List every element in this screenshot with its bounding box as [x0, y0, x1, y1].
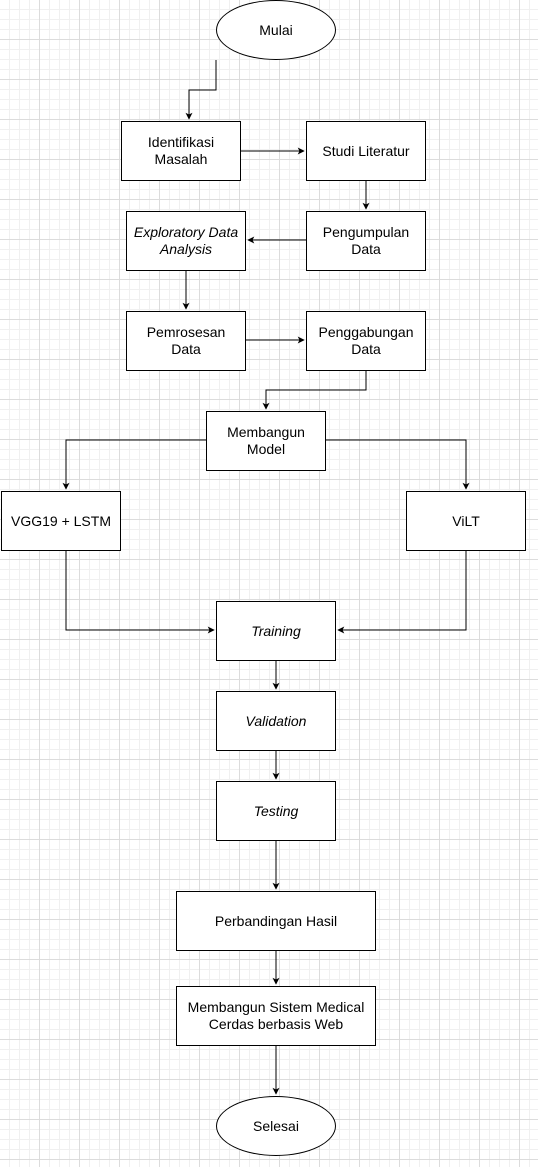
process-perbandingan-hasil: Perbandingan Hasil [176, 891, 376, 951]
process-membangun-sistem-medical-cerdas: Membangun Sistem Medical Cerdas berbasis… [176, 986, 376, 1046]
process-vgg19-lstm: VGG19 + LSTM [1, 491, 121, 551]
edge-vilt-to-training [337, 550, 467, 634]
process-penggabungan-data: Penggabungan Data [306, 311, 426, 371]
process-validation: Validation [216, 691, 336, 751]
process-pemrosesan-data: Pemrosesan Data [126, 311, 246, 371]
process-studi-literatur: Studi Literatur [306, 121, 426, 181]
edge-mulai-to-identifikasi-masalah [185, 60, 217, 120]
edge-vgg19-lstm-to-training [65, 550, 215, 634]
end-node: Selesai [216, 1096, 336, 1156]
edge-membangun-model-to-vgg19-lstm [62, 439, 206, 490]
process-exploratory-data-analysis: Exploratory Data Analysis [126, 211, 246, 271]
edge-penggabungan-to-membangun-model [262, 370, 367, 410]
edge-membangun-model-to-vilt [326, 439, 470, 490]
process-identifikasi-masalah: Identifikasi Masalah [121, 121, 241, 181]
process-pengumpulan-data: Pengumpulan Data [306, 211, 426, 271]
process-membangun-model: Membangun Model [206, 411, 326, 471]
process-training: Training [216, 601, 336, 661]
process-testing: Testing [216, 781, 336, 841]
process-vilt: ViLT [406, 491, 526, 551]
start-node: Mulai [216, 0, 336, 60]
